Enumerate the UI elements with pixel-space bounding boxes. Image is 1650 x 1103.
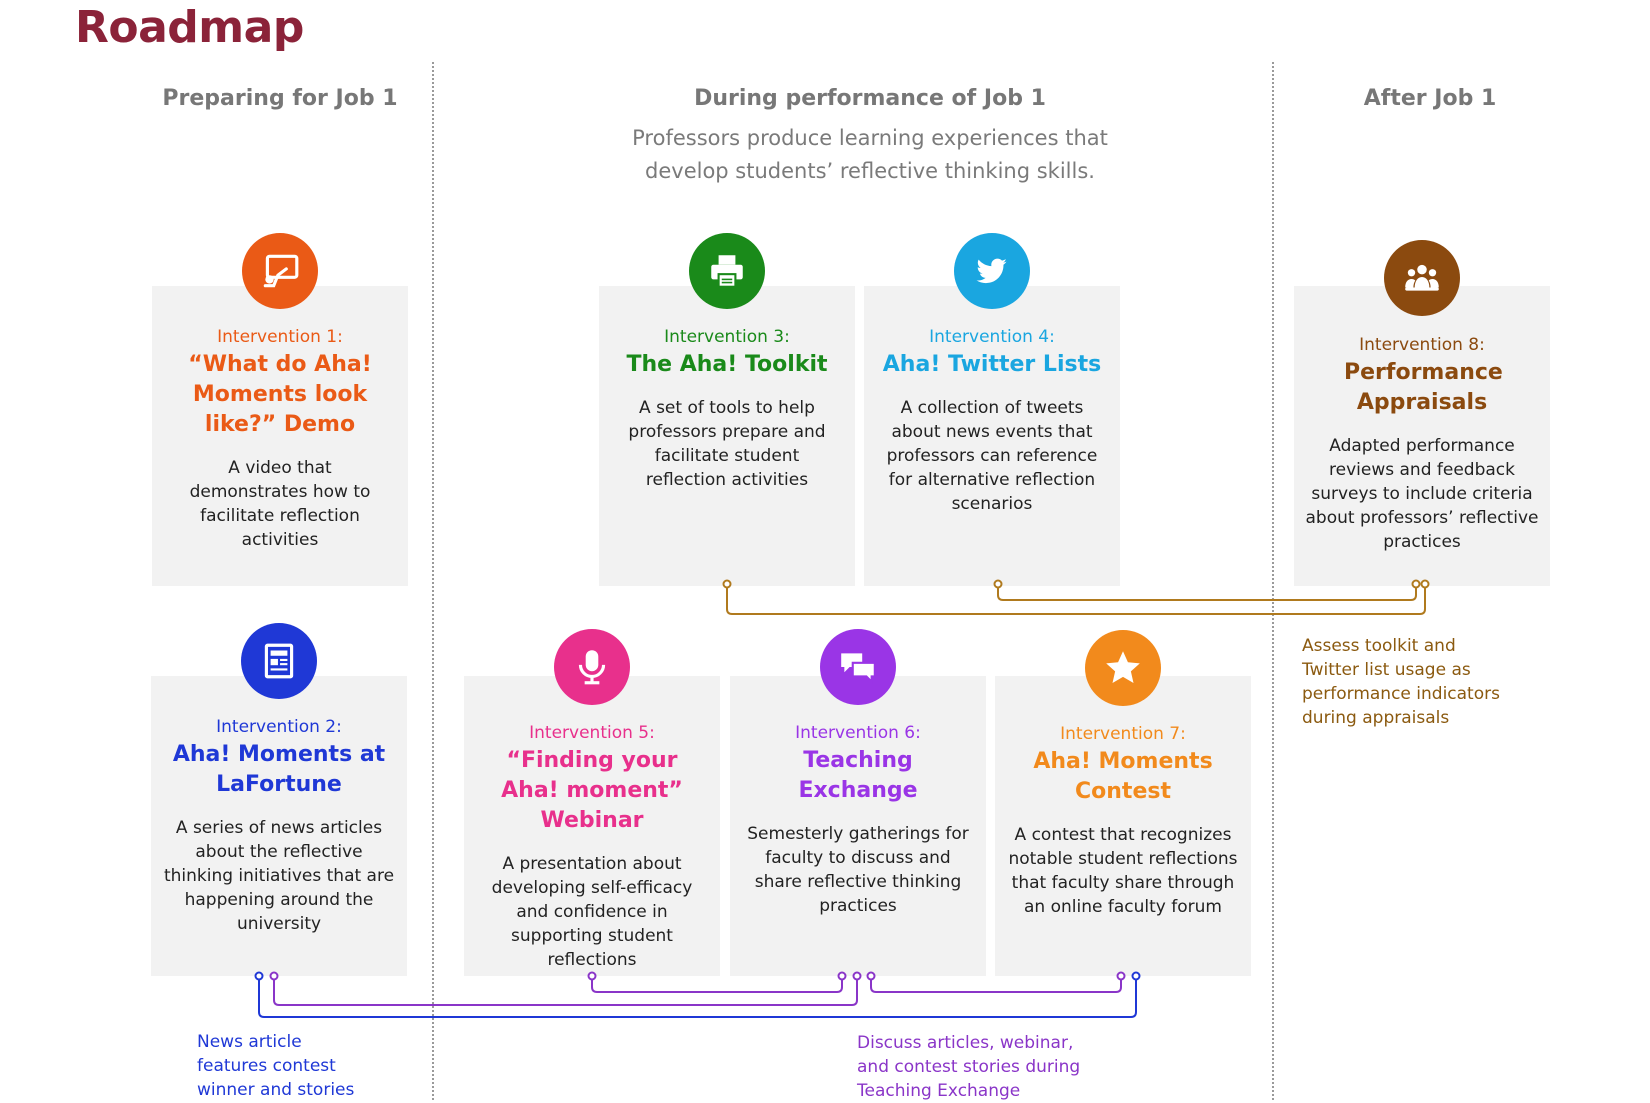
intervention-2-icon — [241, 623, 317, 699]
phase-label-preparing: Preparing for Job 1 — [162, 86, 398, 111]
phase-label-after: After Job 1 — [1363, 86, 1497, 111]
intervention-1-description: A video that demonstrates how to facilit… — [189, 458, 371, 550]
chat-bubbles-icon — [841, 653, 876, 685]
note-appraisal: Assess toolkit and Twitter list usage as… — [1302, 634, 1500, 730]
intervention-3-icon — [689, 233, 765, 309]
phase-divider-2 — [1272, 62, 1274, 1100]
card-intervention-5 — [464, 676, 720, 976]
connector-appraisal — [726, 587, 1426, 615]
twitter-bird-icon — [976, 258, 1007, 284]
intervention-2-description: A series of news articles about the refl… — [163, 818, 395, 934]
intervention-1-icon — [242, 233, 318, 309]
intervention-6-icon — [820, 629, 896, 705]
intervention-8-label: Intervention 8: — [1359, 335, 1485, 355]
note-news-line-1: News article — [197, 1032, 302, 1052]
card-intervention-2 — [151, 676, 407, 976]
intervention-8-icon — [1384, 240, 1460, 316]
note-exchange-line-1: Discuss articles, webinar, — [857, 1033, 1074, 1053]
intervention-7-text: Intervention 7: Aha! Moments Contest A c… — [1005, 723, 1241, 919]
intervention-1-label: Intervention 1: — [217, 327, 343, 347]
intervention-4-label: Intervention 4: — [929, 327, 1055, 347]
printer-icon — [711, 255, 743, 288]
note-appraisal-line-4: during appraisals — [1302, 708, 1450, 728]
card-intervention-6 — [730, 676, 986, 976]
intervention-4-icon — [954, 233, 1030, 309]
card-intervention-1 — [152, 286, 408, 586]
connector-news-dots — [254, 971, 1141, 981]
connector-exchange-dots — [269, 971, 1126, 981]
intervention-3-name: The Aha! Toolkit — [626, 352, 828, 377]
card-intervention-4 — [864, 286, 1120, 586]
note-news: News article features contest winner and… — [197, 1030, 354, 1102]
intervention-6-name: Teaching Exchange — [798, 748, 918, 803]
intervention-2-label: Intervention 2: — [216, 717, 342, 737]
intervention-5-text: Intervention 5: “Finding your Aha! momen… — [474, 722, 710, 972]
intervention-1-name: “What do Aha! Moments look like?” Demo — [188, 352, 372, 437]
note-news-line-3: winner and stories — [197, 1080, 355, 1100]
intervention-8-name: Performance Appraisals — [1344, 360, 1503, 415]
intervention-5-name: “Finding your Aha! moment” Webinar — [501, 748, 683, 833]
intervention-6-description: Semesterly gatherings for faculty to dis… — [747, 824, 969, 916]
note-appraisal-line-2: Twitter list usage as — [1302, 660, 1471, 680]
phase-subtitle-line-2: develop students’ reflective thinking sk… — [645, 159, 1095, 183]
intervention-6-text: Intervention 6: Teaching Exchange Semest… — [740, 722, 976, 918]
intervention-4-description: A collection of tweets about news events… — [886, 398, 1098, 514]
note-appraisal-line-3: performance indicators — [1302, 684, 1500, 704]
intervention-8-description: Adapted performance reviews and feedback… — [1305, 436, 1539, 552]
card-intervention-8 — [1294, 286, 1550, 586]
card-intervention-7 — [995, 676, 1251, 976]
intervention-5-label: Intervention 5: — [529, 723, 655, 743]
intervention-3-label: Intervention 3: — [664, 327, 790, 347]
intervention-4-name: Aha! Twitter Lists — [882, 352, 1102, 377]
newspaper-icon — [264, 643, 294, 679]
connector-news — [258, 978, 1137, 1018]
intervention-3-description: A set of tools to help professors prepar… — [628, 398, 826, 490]
phase-subtitle-line-1: Professors produce learning experiences … — [632, 126, 1108, 150]
intervention-4-text: Intervention 4: Aha! Twitter Lists A col… — [874, 326, 1110, 516]
connector-appraisal-dots — [722, 579, 1430, 589]
note-exchange: Discuss articles, webinar, and contest s… — [857, 1031, 1080, 1103]
presentation-board-icon — [263, 254, 299, 288]
phase-label-during: During performance of Job 1 — [694, 86, 1046, 111]
intervention-5-description: A presentation about developing self-eff… — [491, 854, 693, 970]
note-appraisal-line-1: Assess toolkit and — [1302, 636, 1456, 656]
intervention-8-text: Intervention 8: Performance Appraisals A… — [1304, 334, 1540, 554]
intervention-1-text: Intervention 1: “What do Aha! Moments lo… — [172, 326, 388, 552]
note-news-line-2: features contest — [197, 1056, 336, 1076]
intervention-7-icon — [1085, 630, 1161, 706]
page-title: Roadmap — [75, 2, 304, 53]
star-icon — [1106, 651, 1140, 684]
intervention-5-icon — [554, 629, 630, 705]
connector-exchange — [273, 978, 1122, 1006]
intervention-7-label: Intervention 7: — [1060, 724, 1186, 744]
phase-subtitle: Professors produce learning experiences … — [600, 122, 1140, 188]
intervention-7-description: A contest that recognizes notable studen… — [1008, 825, 1238, 917]
intervention-6-label: Intervention 6: — [795, 723, 921, 743]
note-exchange-line-3: Teaching Exchange — [857, 1081, 1021, 1101]
microphone-icon — [578, 650, 606, 685]
group-people-icon — [1405, 264, 1439, 291]
note-exchange-line-2: and contest stories during — [857, 1057, 1081, 1077]
card-intervention-3 — [599, 286, 855, 586]
intervention-2-text: Intervention 2: Aha! Moments at LaFortun… — [161, 716, 397, 936]
intervention-3-text: Intervention 3: The Aha! Toolkit A set o… — [609, 326, 845, 492]
intervention-7-name: Aha! Moments Contest — [1033, 749, 1213, 804]
phase-divider-1 — [432, 62, 434, 1100]
intervention-2-name: Aha! Moments at LaFortune — [172, 742, 386, 797]
